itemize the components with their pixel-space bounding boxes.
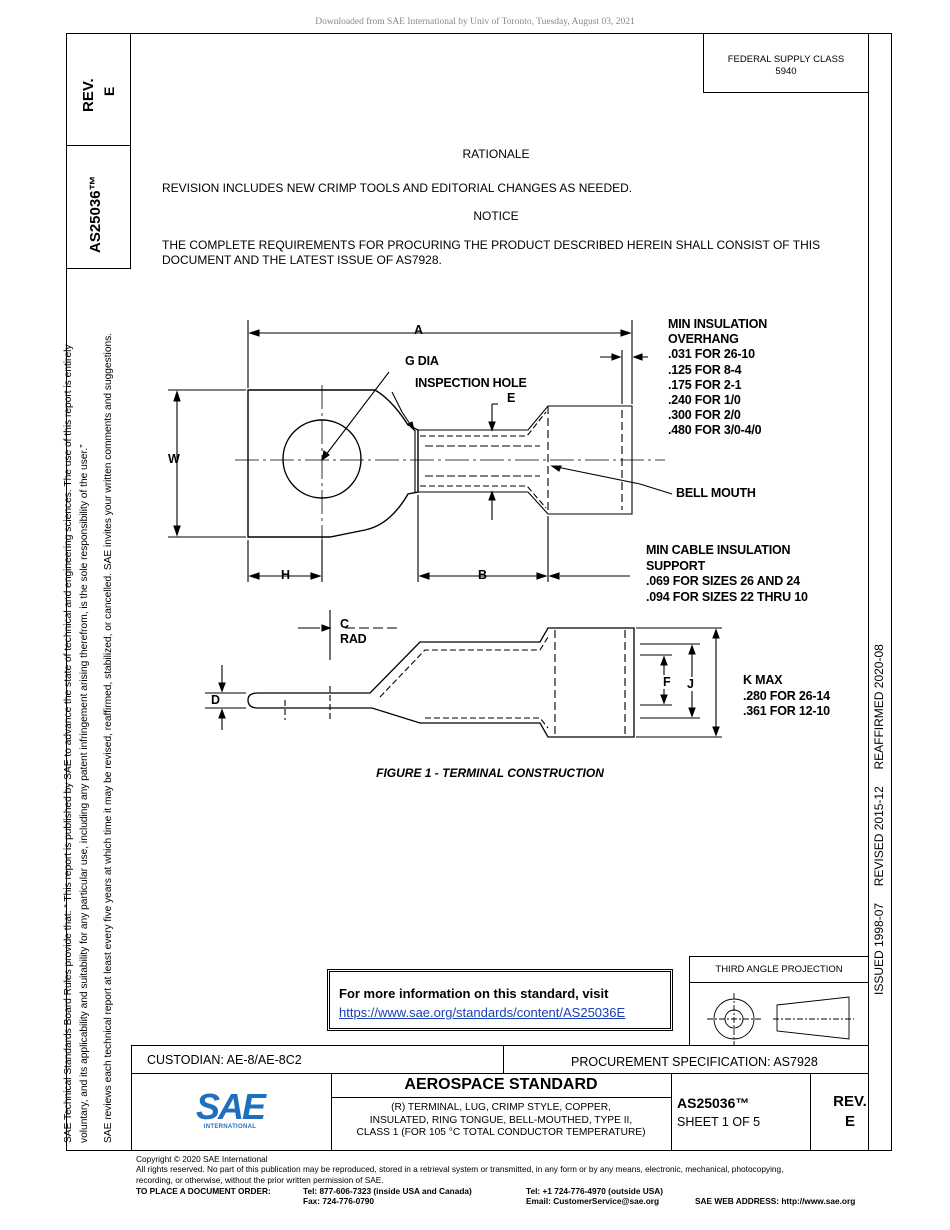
- label-h: H: [281, 568, 290, 582]
- label-w: W: [168, 452, 180, 466]
- label-c: C: [340, 617, 349, 631]
- kmax-line: K MAX: [743, 673, 783, 687]
- sae-logo: SAE INTERNATIONAL: [190, 1086, 270, 1131]
- sae-logo-mark: SAE: [195, 1086, 266, 1127]
- overhang-line: OVERHANG: [668, 332, 739, 347]
- label-bell-mouth: BELL MOUTH: [676, 486, 756, 500]
- projection-label: THIRD ANGLE PROJECTION: [715, 964, 843, 975]
- support-line: .094 FOR SIZES 22 THRU 10: [646, 589, 808, 604]
- label-a: A: [414, 323, 423, 337]
- overhang-line: .125 FOR 8-4: [668, 362, 742, 377]
- title-desc-line: (R) TERMINAL, LUG, CRIMP STYLE, COPPER,: [391, 1102, 611, 1113]
- info-text: For more information on this standard, v…: [339, 986, 609, 1001]
- overhang-note: MIN INSULATION OVERHANG .031 FOR 26-10 .…: [668, 317, 767, 439]
- overhang-line: .300 FOR 2/0: [668, 408, 741, 423]
- label-e: E: [507, 391, 516, 405]
- terminal-construction-drawing: [168, 320, 722, 738]
- label-g-dia: G DIA: [405, 354, 439, 368]
- procurement-text: PROCUREMENT SPECIFICATION: AS7928: [571, 1055, 818, 1069]
- title-doc-number: AS25036™: [677, 1095, 750, 1111]
- footer-web[interactable]: SAE WEB ADDRESS: http://www.sae.org: [695, 1196, 856, 1206]
- federal-supply-line1: FEDERAL SUPPLY CLASS: [727, 54, 845, 65]
- info-link[interactable]: https://www.sae.org/standards/content/AS…: [339, 1005, 626, 1020]
- footer-tel-us: Tel: 877-606-7323 (inside USA and Canada…: [303, 1186, 472, 1196]
- overhang-line: .031 FOR 26-10: [668, 347, 755, 362]
- federal-supply-line2: 5940: [775, 66, 797, 77]
- right-column-divider: [868, 33, 869, 1045]
- label-rad: RAD: [340, 632, 367, 646]
- overhang-line: MIN INSULATION: [668, 317, 768, 331]
- info-box: For more information on this standard, v…: [327, 969, 673, 1031]
- custodian-divider: [503, 1045, 504, 1074]
- sae-logo-sub: INTERNATIONAL: [203, 1124, 257, 1130]
- footer-rights-1: All rights reserved. No part of this pub…: [136, 1164, 784, 1174]
- footer-email[interactable]: Email: CustomerService@sae.org: [526, 1196, 660, 1206]
- overhang-line: .240 FOR 1/0: [668, 393, 741, 408]
- title-desc-line: CLASS 1 (FOR 105 °C TOTAL CONDUCTOR TEMP…: [356, 1127, 646, 1138]
- title-rev-label: REV.: [833, 1093, 867, 1110]
- federal-supply-box: [703, 33, 869, 93]
- custodian-text: CUSTODIAN: AE-8/AE-8C2: [147, 1053, 302, 1067]
- label-inspection-hole: INSPECTION HOLE: [415, 376, 527, 390]
- rationale-heading: RATIONALE: [462, 147, 530, 161]
- title-desc-line: INSULATED, RING TONGUE, BELL-MOUTHED, TY…: [369, 1114, 633, 1126]
- support-line: SUPPORT: [646, 558, 706, 573]
- kmax-note: K MAX .280 FOR 26-14 .361 FOR 12-10: [743, 673, 830, 720]
- kmax-line: .361 FOR 12-10: [743, 704, 830, 718]
- support-line: .069 FOR SIZES 26 AND 24: [646, 574, 800, 588]
- title-row: [131, 1073, 869, 1151]
- footer-rights-2: recording, or otherwise, without the pri…: [136, 1175, 384, 1185]
- footer-order-label: TO PLACE A DOCUMENT ORDER:: [136, 1186, 271, 1196]
- title-divider-1: [331, 1073, 332, 1151]
- aerospace-standard-heading: AEROSPACE STANDARD: [404, 1076, 598, 1093]
- notice-heading: NOTICE: [473, 209, 519, 223]
- rationale-text: REVISION INCLUDES NEW CRIMP TOOLS AND ED…: [162, 181, 633, 195]
- projection-symbol: [707, 993, 854, 1045]
- title-heading-rule: [331, 1097, 671, 1098]
- figure-caption: FIGURE 1 - TERMINAL CONSTRUCTION: [376, 766, 604, 780]
- projection-divider: [689, 982, 869, 983]
- label-j: J: [685, 677, 696, 691]
- title-description: (R) TERMINAL, LUG, CRIMP STYLE, COPPER, …: [331, 1102, 671, 1140]
- support-line: MIN CABLE INSULATION: [646, 543, 791, 557]
- overhang-line: .480 FOR 3/0-4/0: [668, 423, 762, 438]
- title-sheet: SHEET 1 OF 5: [677, 1115, 761, 1129]
- support-note: MIN CABLE INSULATION SUPPORT .069 FOR SI…: [646, 543, 808, 605]
- kmax-line: .280 FOR 26-14: [743, 688, 830, 703]
- title-divider-3: [810, 1073, 811, 1151]
- download-banner: Downloaded from SAE International by Uni…: [315, 17, 635, 27]
- footer-fax: Fax: 724-776-0790: [303, 1196, 375, 1206]
- label-b: B: [478, 568, 487, 582]
- footer-tel-intl: Tel: +1 724-776-4970 (outside USA): [526, 1186, 664, 1196]
- title-divider-2: [671, 1073, 672, 1151]
- label-d: D: [211, 693, 220, 707]
- title-rev-value: E: [844, 1113, 855, 1130]
- label-f: F: [663, 675, 671, 689]
- notice-text: THE COMPLETE REQUIREMENTS FOR PROCURING …: [162, 238, 821, 267]
- overhang-line: .175 FOR 2-1: [668, 377, 742, 392]
- footer-copyright: Copyright © 2020 SAE International: [136, 1154, 268, 1164]
- side-docnum-box: [66, 145, 131, 269]
